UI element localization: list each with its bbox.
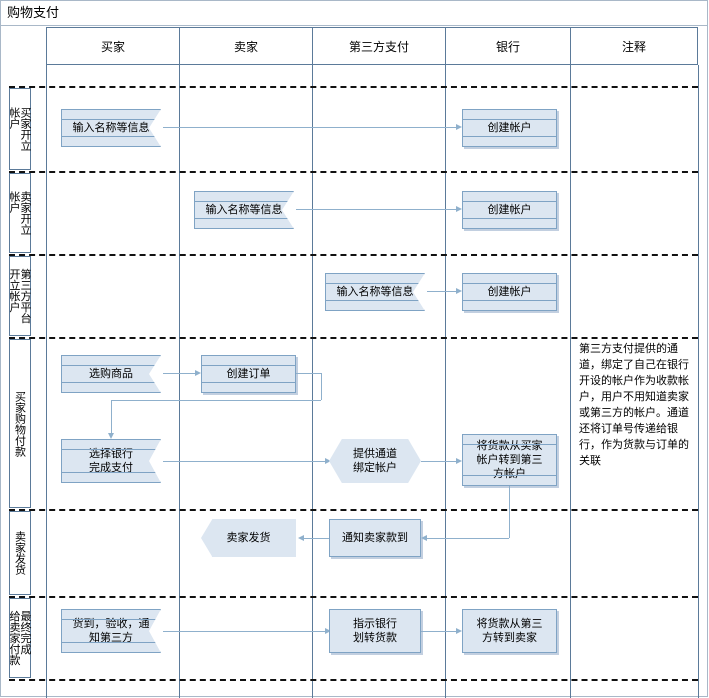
column-divider-6 [698,65,699,698]
arrowhead-icon [421,535,427,541]
column-divider-3 [312,65,313,698]
node-label: 选购商品 [89,367,133,380]
connector-bank-down-to-notify [509,486,510,538]
connector-goods-to-order [163,373,195,374]
lane-label-line: 买家开立 [19,107,32,151]
note-text: 第三方支付提供的通道，绑定了自己在银行开设的帐户作为收款帐户，用户不用知道卖家或… [579,342,689,467]
lane-label-line: 卖家发货 [13,531,27,575]
lane-separator-2 [9,254,698,256]
connector-channel-to-transfer [421,461,456,462]
lane-label-seller-ship: 卖家发货 [9,511,31,595]
lane-label-seller-account: 帐户 卖家开立 [8,173,32,253]
node-label: 提供通道绑定帐户 [353,447,397,474]
column-divider-4 [445,65,446,698]
node-create-order[interactable]: 创建订单 [201,355,296,393]
node-label: 输入名称等信息 [336,285,414,298]
column-header-label: 第三方支付 [348,39,409,54]
lane-separator-6 [9,679,698,681]
arrowhead-icon [325,628,331,634]
node-label: 货到，验收，通知第三方 [72,617,150,644]
connector-order-down-to-pay [111,400,112,433]
connector-confirm-to-instruct [163,631,325,632]
connector-instruct-to-transfer [421,631,456,632]
node-select-goods[interactable]: 选购商品 [61,355,161,393]
node-instruct-bank[interactable]: 指示银行划转货款 [329,609,421,653]
node-thirdparty-create-account[interactable]: 创建帐户 [462,273,557,311]
arrowhead-icon [456,206,462,212]
node-provide-channel[interactable]: 提供通道绑定帐户 [329,439,421,483]
lane-label-final-payment: 给卖家付款 最终完成 [8,598,32,678]
arrowhead-icon [456,458,462,464]
lane-label-line: 开立帐户 [8,268,21,313]
connector-pay-to-channel [163,461,325,462]
node-thirdparty-input-info[interactable]: 输入名称等信息 [325,273,425,311]
lane-separator-5 [9,596,698,598]
node-label: 创建订单 [226,367,271,380]
arrowhead-icon [456,628,462,634]
node-label: 通知卖家款到 [342,531,408,544]
column-divider-2 [179,65,180,698]
column-header-label: 买家 [100,39,125,54]
lane-label-line: 帐户 [8,107,21,129]
lane-label-line: 卖家开立 [19,191,32,235]
connector-bank-left-to-notify [427,538,509,539]
arrowhead-icon [298,535,304,541]
column-header-bank: 银行 [445,27,570,65]
column-header-thirdparty: 第三方支付 [312,27,445,65]
node-buyer-create-account[interactable]: 创建帐户 [462,109,557,147]
arrowhead-icon [325,458,331,464]
column-header-label: 卖家 [233,39,258,54]
node-label: 输入名称等信息 [205,203,283,216]
node-notify-seller-paid[interactable]: 通知卖家款到 [329,519,421,557]
connector-buyer-input-to-create [163,127,456,128]
node-label: 创建帐户 [487,121,532,134]
node-transfer-to-thirdparty[interactable]: 将货款从买家帐户转到第三方帐户 [462,434,557,486]
node-label: 选择银行完成支付 [89,447,133,474]
node-label: 输入名称等信息 [72,121,150,134]
node-seller-create-account[interactable]: 创建帐户 [462,191,557,229]
connector-tp-input-to-create [427,291,456,292]
lane-label-buyer-payment: 买家购物付款 [9,339,31,508]
node-select-bank-pay[interactable]: 选择银行完成支付 [61,439,161,483]
node-label: 将货款从买家帐户转到第三方帐户 [476,439,543,480]
lane-label-line: 给卖家付款 [8,610,21,666]
connector-order-right [296,373,321,374]
column-header-label: 银行 [495,39,520,54]
node-transfer-to-seller[interactable]: 将货款从第三方转到卖家 [462,609,557,653]
lane-label-line: 帐户 [8,191,21,213]
node-seller-input-info[interactable]: 输入名称等信息 [194,191,294,229]
lane-separator-3 [9,337,698,339]
arrowhead-icon [108,433,114,439]
lane-label-line: 最终完成 [19,610,32,655]
lane-label-buyer-account: 帐户 买家开立 [8,88,32,170]
node-label: 创建帐户 [487,203,532,216]
node-label: 指示银行划转货款 [353,617,397,644]
lane-label-line: 第三方平台 [19,268,32,324]
node-seller-ship[interactable]: 卖家发货 [201,519,296,557]
column-header-label: 注释 [621,39,646,54]
page-title: 购物支付 [1,1,707,26]
connector-seller-input-to-create [296,209,456,210]
column-header-buyer: 买家 [46,27,179,65]
arrowhead-icon [195,370,201,376]
node-label: 将货款从第三方转到卖家 [476,617,543,644]
connector-notify-to-ship [304,538,329,539]
lane-label-line: 买家购物付款 [13,390,27,457]
column-header-note: 注释 [570,27,698,65]
arrowhead-icon [456,124,462,130]
column-divider-5 [570,65,571,698]
node-label: 卖家发货 [226,531,271,544]
lane-separator-4 [9,509,698,511]
connector-order-down [321,373,322,400]
lane-separator-1 [9,171,698,173]
node-label: 创建帐户 [487,285,532,298]
node-receive-confirm[interactable]: 货到，验收，通知第三方 [61,609,161,653]
column-divider-1 [46,65,47,698]
lane-label-thirdparty-account: 开立帐户 第三方平台 [8,256,32,336]
lane-separator-0 [9,86,698,88]
connector-order-back-left [111,400,321,401]
arrowhead-icon [456,288,462,294]
column-header-seller: 卖家 [179,27,312,65]
node-buyer-input-info[interactable]: 输入名称等信息 [61,109,161,147]
